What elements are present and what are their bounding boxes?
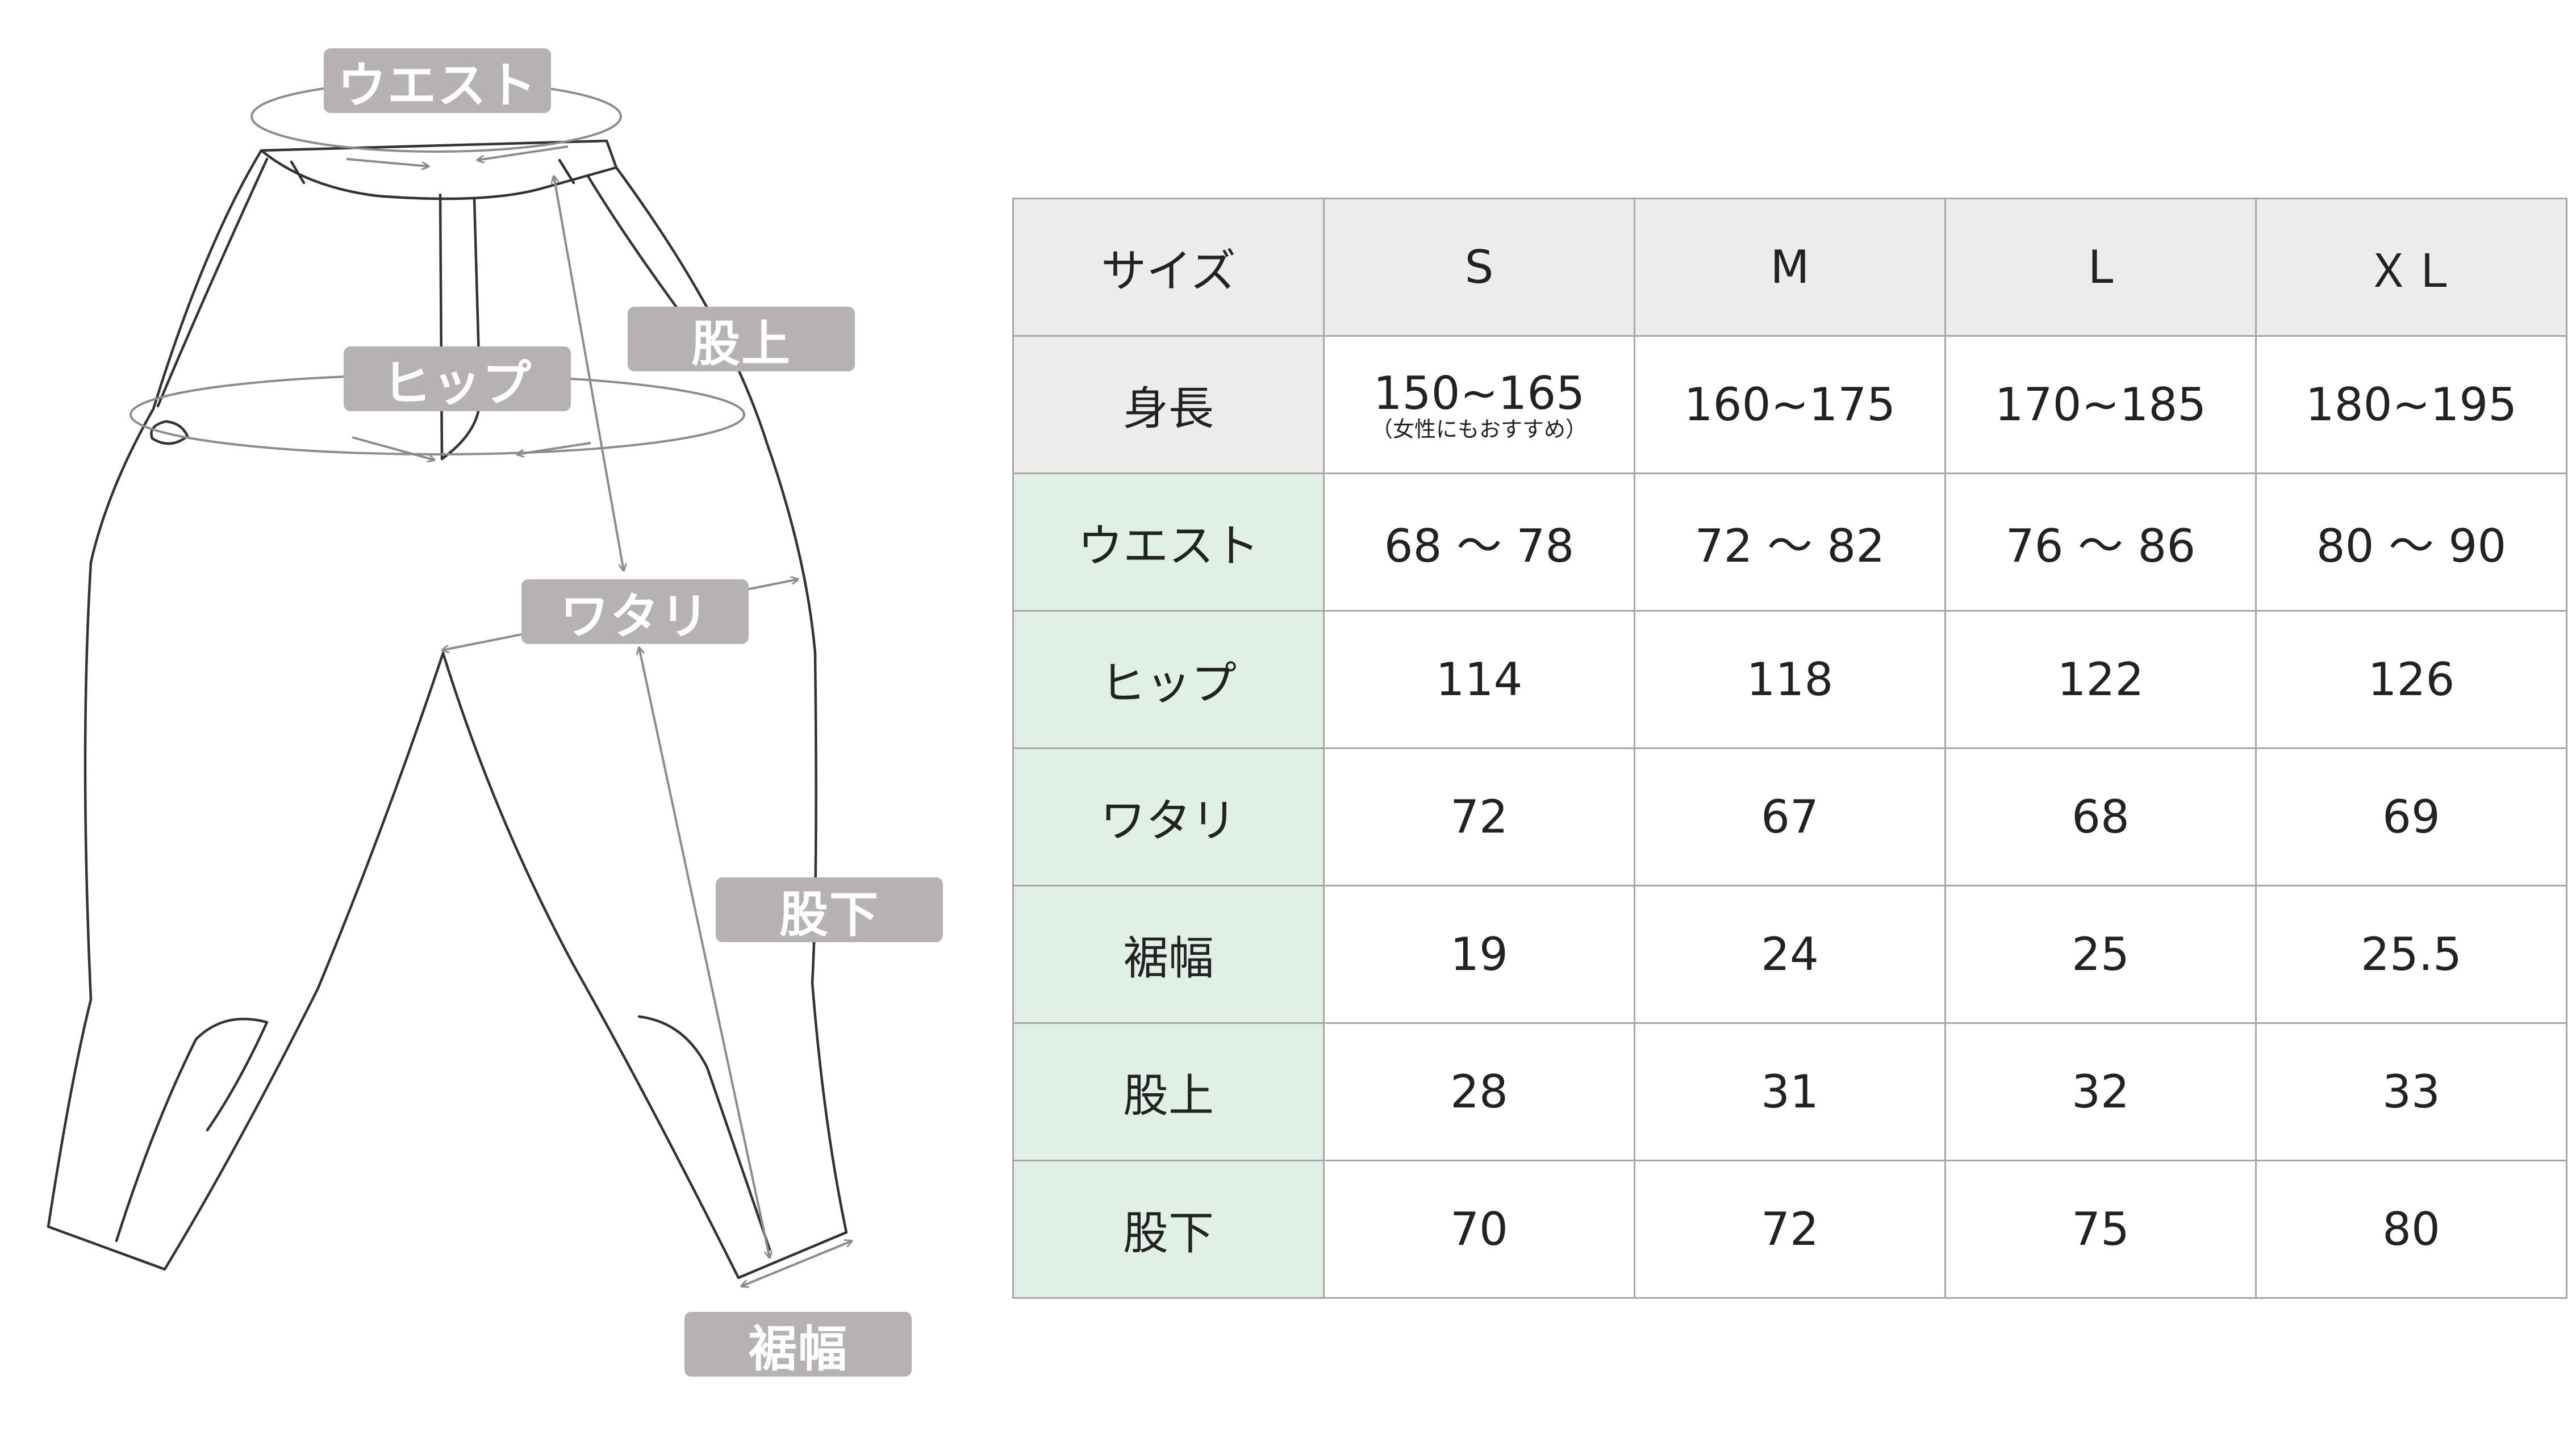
- height-cell-m: 160~175: [1634, 335, 1946, 474]
- table-cell: 25: [1944, 885, 2257, 1024]
- waist-arrow-left: [346, 158, 429, 166]
- table-cell: 28: [1323, 1022, 1635, 1161]
- table-cell: 72 ～ 82: [1634, 472, 1946, 612]
- table-cell: 24: [1634, 885, 1946, 1024]
- row-label-hem: 裾幅: [1012, 885, 1325, 1024]
- measurement-guides: [130, 80, 852, 1286]
- hem-label: 裾幅: [684, 1312, 912, 1378]
- table-cell: 32: [1944, 1022, 2257, 1161]
- table-cell: 68 ～ 78: [1323, 472, 1635, 612]
- row-label-height: 身長: [1012, 335, 1325, 474]
- table-row-inseam: 股下 70 72 75 80: [1012, 1160, 2567, 1299]
- table-cell: 67: [1634, 747, 1946, 887]
- inseam-label: 股下: [716, 877, 943, 943]
- table-cell: 118: [1634, 610, 1946, 749]
- waist-arrow-right: [477, 145, 569, 160]
- hem-arrow: [741, 1241, 852, 1286]
- hip-arrow-right: [517, 442, 591, 454]
- size-chart-table: サイズ S M L ＸＬ 身長 150~165 （女性にもおすすめ） 160~1…: [1012, 198, 2567, 1299]
- table-row-thigh: ワタリ 72 67 68 69: [1012, 747, 2567, 887]
- height-cell-xl: 180~195: [2255, 335, 2567, 474]
- inseam-arrow: [639, 647, 770, 1258]
- header-cell-size: サイズ: [1012, 198, 1325, 337]
- table-row-hip: ヒップ 114 118 122 126: [1012, 610, 2567, 749]
- table-cell: 19: [1323, 885, 1635, 1024]
- height-note: （女性にもおすすめ）: [1371, 416, 1587, 442]
- table-header-row: サイズ S M L ＸＬ: [1012, 198, 2567, 337]
- thigh-label: ワタリ: [521, 579, 749, 645]
- table-cell: 72: [1323, 747, 1635, 887]
- rise-arrow: [554, 176, 624, 571]
- waist-label: ウエスト: [324, 48, 551, 114]
- table-cell: 76 ～ 86: [1944, 472, 2257, 612]
- row-label-thigh: ワタリ: [1012, 747, 1325, 887]
- header-cell-s: S: [1323, 198, 1635, 337]
- table-cell: 75: [1944, 1160, 2257, 1299]
- table-cell: 68: [1944, 747, 2257, 887]
- height-cell-s: 150~165 （女性にもおすすめ）: [1323, 335, 1635, 474]
- table-row-hem: 裾幅 19 24 25 25.5: [1012, 885, 2567, 1024]
- hip-arrow-left: [352, 436, 435, 460]
- table-cell: 80 ～ 90: [2255, 472, 2567, 612]
- table-cell: 70: [1323, 1160, 1635, 1299]
- header-cell-m: M: [1634, 198, 1946, 337]
- table-cell: 72: [1634, 1160, 1946, 1299]
- pants-measurement-diagram: ウエスト 股上 ヒップ ワタリ 股下 裾幅: [0, 0, 1000, 1449]
- rise-label: 股上: [628, 307, 855, 373]
- table-row-rise: 股上 28 31 32 33: [1012, 1022, 2567, 1161]
- row-label-rise: 股上: [1012, 1022, 1325, 1161]
- row-label-inseam: 股下: [1012, 1160, 1325, 1299]
- row-label-waist: ウエスト: [1012, 472, 1325, 612]
- table-row-height: 身長 150~165 （女性にもおすすめ） 160~175 170~185 18…: [1012, 335, 2567, 474]
- table-cell: 25.5: [2255, 885, 2567, 1024]
- row-label-hip: ヒップ: [1012, 610, 1325, 749]
- table-row-waist: ウエスト 68 ～ 78 72 ～ 82 76 ～ 86 80 ～ 90: [1012, 472, 2567, 612]
- header-cell-l: L: [1944, 198, 2257, 337]
- height-cell-l: 170~185: [1944, 335, 2257, 474]
- pants-outline-drawing: [47, 80, 1000, 1449]
- table-cell: 122: [1944, 610, 2257, 749]
- table-cell: 114: [1323, 610, 1635, 749]
- table-cell: 31: [1634, 1022, 1946, 1161]
- height-value-s: 150~165: [1373, 366, 1585, 420]
- table-cell: 33: [2255, 1022, 2567, 1161]
- header-cell-xl: ＸＬ: [2255, 198, 2567, 337]
- hip-label: ヒップ: [344, 346, 571, 412]
- table-cell: 69: [2255, 747, 2567, 887]
- table-cell: 126: [2255, 610, 2567, 749]
- table-cell: 80: [2255, 1160, 2567, 1299]
